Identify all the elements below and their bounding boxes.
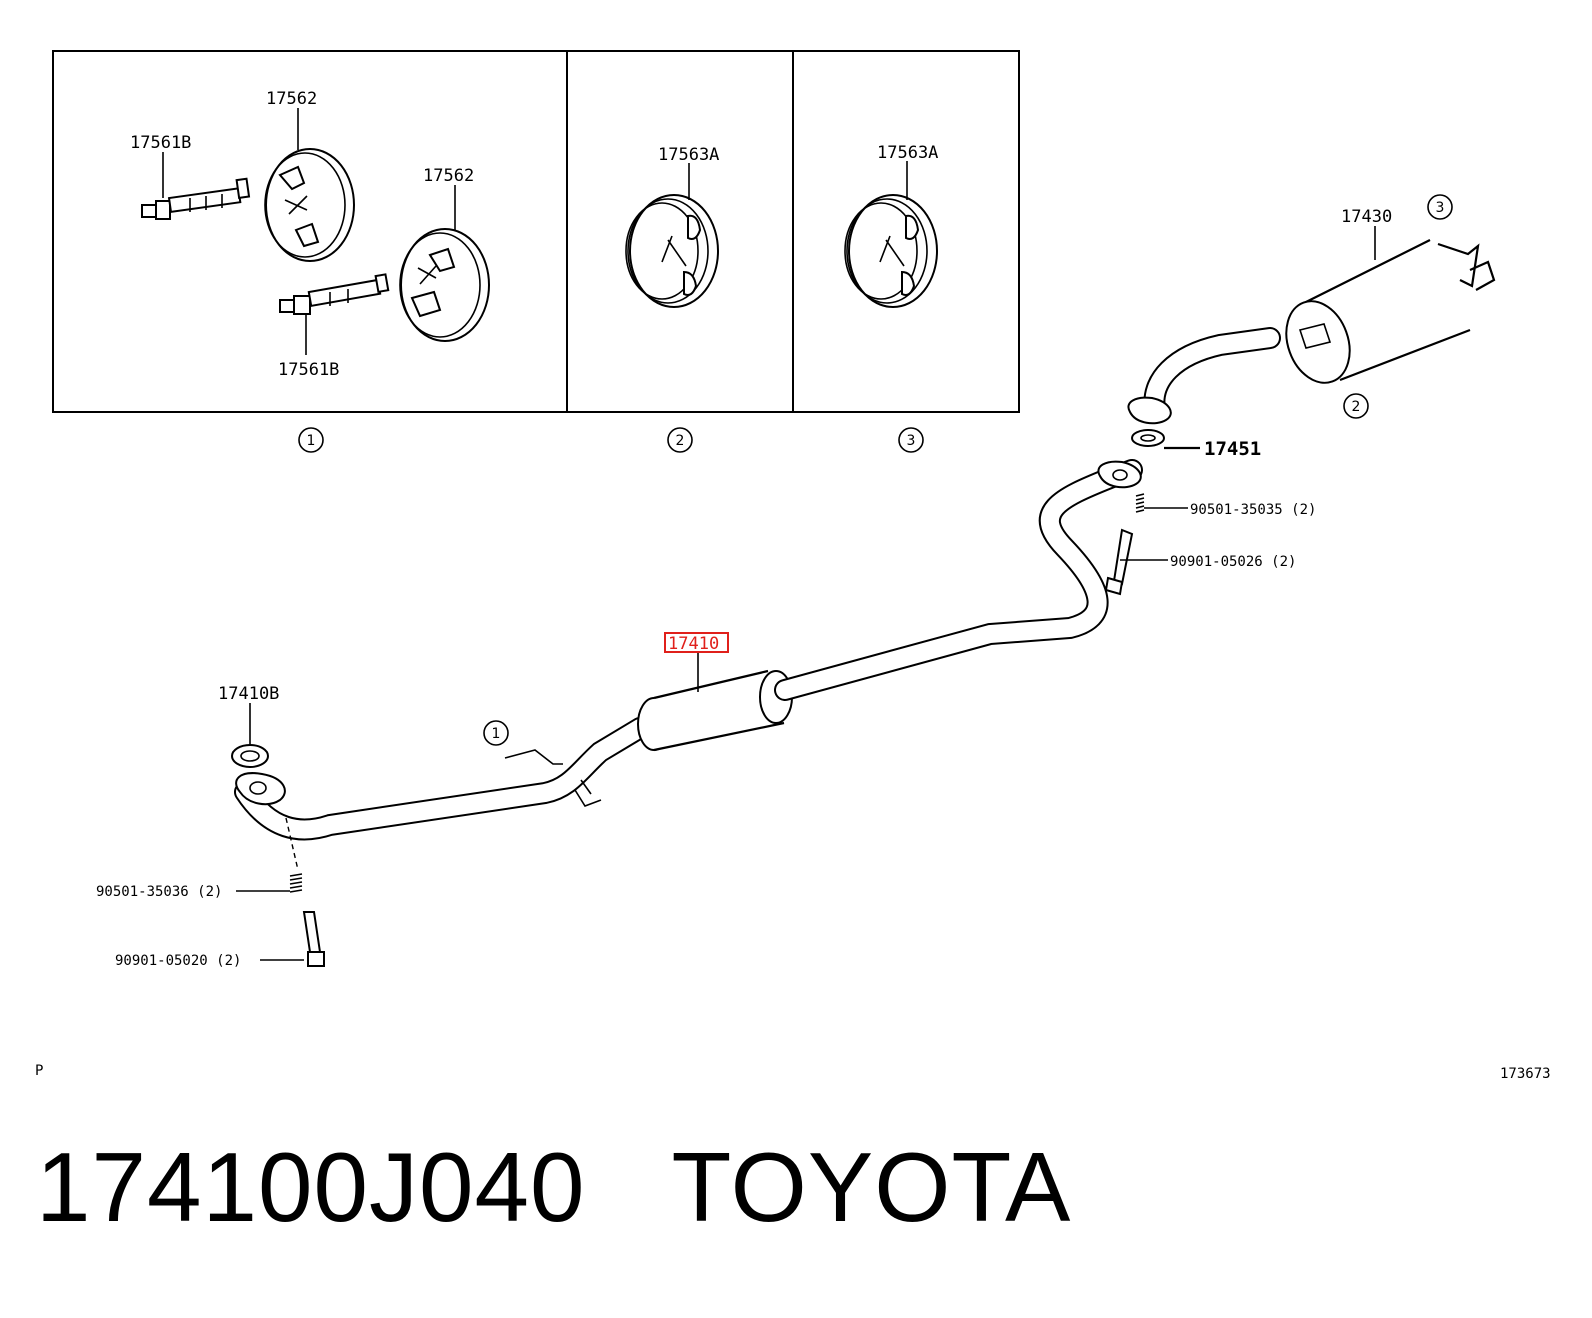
callout-17410b: 17410B: [218, 684, 279, 704]
box-index-2: 2: [667, 427, 693, 453]
rear-muffler-17430: [1127, 239, 1496, 425]
svg-text:2: 2: [1352, 399, 1361, 415]
callout-17451: 17451: [1204, 438, 1261, 460]
inset-leaders: [162, 108, 908, 355]
diagram-number: 173673: [1500, 1066, 1551, 1082]
bolt-90901-05020: [302, 911, 325, 967]
stud-bolt-lower: [279, 273, 390, 315]
muffler-ref-2: 2: [1343, 393, 1369, 419]
brand-name: TOYOTA: [671, 1132, 1072, 1242]
svg-text:3: 3: [1436, 200, 1445, 216]
callout-17563a-box2: 17563A: [658, 145, 719, 165]
rubber-hanger-upper: [264, 148, 355, 262]
callout-90501-35035: 90501-35035 (2): [1190, 502, 1316, 518]
callout-17410: 17410: [668, 634, 719, 654]
svg-text:1: 1: [307, 433, 316, 449]
svg-text:1: 1: [492, 726, 501, 742]
box-index-3: 3: [898, 427, 924, 453]
rubber-hanger-right: [399, 228, 490, 342]
box-index-1: 1: [298, 427, 324, 453]
callout-17561b-bottom: 17561B: [278, 360, 339, 380]
spring-90501-35035: [1135, 493, 1145, 513]
callout-17562-top: 17562: [266, 89, 317, 109]
callout-90501-35036: 90501-35036 (2): [96, 884, 222, 900]
rubber-hanger-box3: [844, 194, 938, 308]
rubber-hanger-box2: [625, 194, 719, 308]
exhaust-pipe-assembly: [231, 429, 1165, 841]
highlight-box: [664, 632, 729, 653]
callout-17561b-top: 17561B: [130, 133, 191, 153]
callout-17410-highlighted[interactable]: 17410: [664, 632, 729, 654]
part-number: 174100J040: [36, 1132, 586, 1242]
muffler-ref-3: 3: [1427, 194, 1453, 220]
callout-17430: 17430: [1341, 207, 1392, 227]
callout-17563a-box3: 17563A: [877, 143, 938, 163]
svg-text:2: 2: [676, 433, 685, 449]
callout-90901-05026: 90901-05026 (2): [1170, 554, 1296, 570]
bolt-90901-05026: [1104, 528, 1134, 596]
callout-90901-05020: 90901-05020 (2): [115, 953, 241, 969]
corner-mark-left: P: [35, 1063, 43, 1079]
callout-17562-right: 17562: [423, 166, 474, 186]
spring-90501-35036: [285, 817, 303, 893]
stud-bolt-upper: [141, 177, 251, 220]
main-leaders: [236, 226, 1376, 961]
svg-text:3: 3: [907, 433, 916, 449]
pipe-ref-1: 1: [483, 720, 509, 746]
